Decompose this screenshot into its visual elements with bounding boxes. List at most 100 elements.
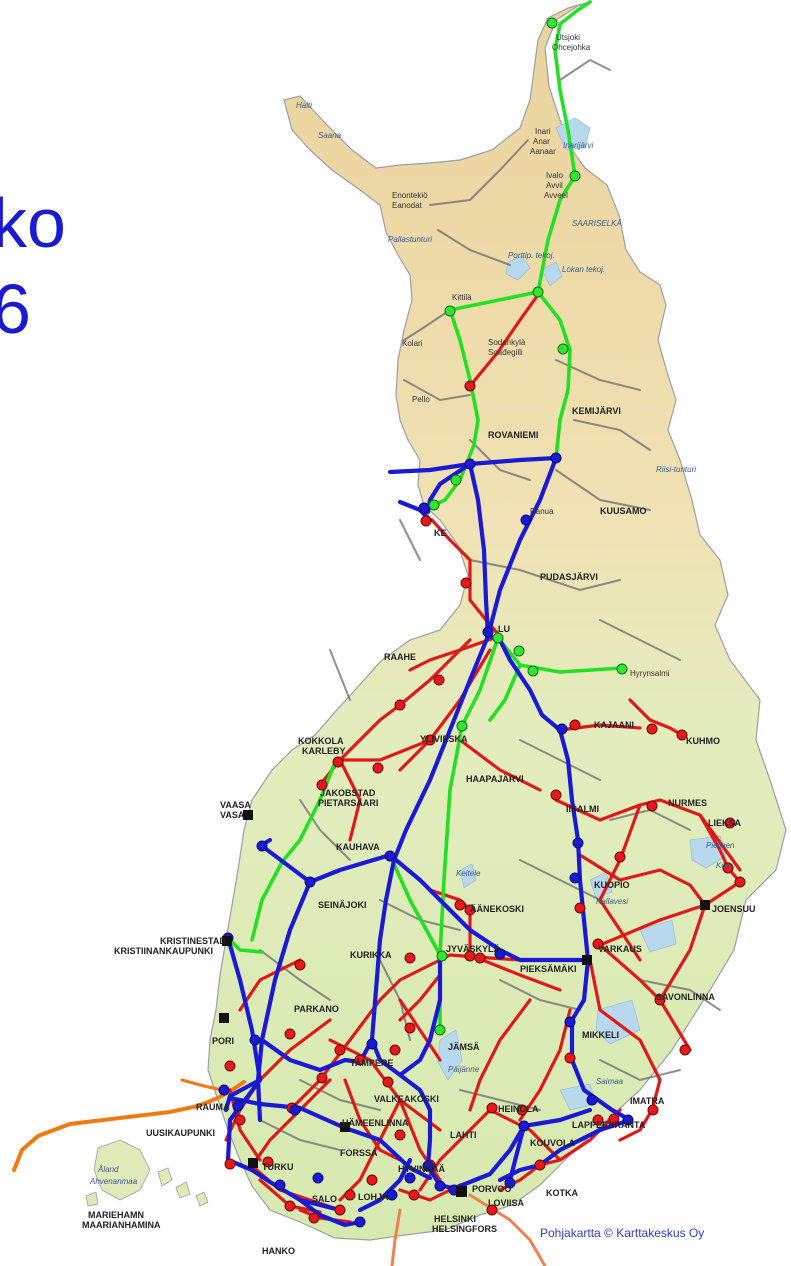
label-varkaus: VARKAUS bbox=[598, 944, 642, 954]
label-kajaani: KAJAANI bbox=[594, 720, 634, 730]
red-stops bbox=[224, 380, 746, 1224]
label-ahvenanmaa: Ahvenanmaa bbox=[89, 1177, 138, 1186]
label-porvoo: PORVOO bbox=[472, 1184, 511, 1194]
label-jakobstad: JAKOBSTAD bbox=[320, 788, 376, 798]
label-kotka: KOTKA bbox=[546, 1188, 578, 1198]
label-uusikaupunki: UUSIKAUPUNKI bbox=[146, 1128, 215, 1138]
title-line-1: ko bbox=[0, 184, 66, 262]
finland-landmass bbox=[207, 1, 787, 1241]
label-lohja: LOHJA bbox=[358, 1192, 389, 1202]
label-kristiinankaupunki: KRISTIINANKAUPUNKI bbox=[114, 946, 213, 956]
label-pudasjarvi: PUDASJÄRVI bbox=[540, 572, 598, 582]
label-avvil: Avvil bbox=[546, 181, 563, 190]
label-kauhava: KAUHAVA bbox=[336, 842, 380, 852]
orange-sea-route-2 bbox=[180, 1078, 224, 1092]
label-savonlinna: SAVONLINNA bbox=[656, 992, 715, 1002]
label-hameenlinna: HÄMEENLINNA bbox=[342, 1118, 409, 1128]
label-aanaar: Aanaar bbox=[530, 147, 556, 156]
label-eanodat: Eanodat bbox=[392, 201, 423, 210]
label-joensuu: JOENSUU bbox=[712, 904, 756, 914]
label-parkano: PARKANO bbox=[294, 1004, 339, 1014]
label-lahti: LAHTI bbox=[450, 1130, 477, 1140]
label-ranua: Ranua bbox=[530, 507, 554, 516]
label-kallavesi: Kallavesi bbox=[596, 897, 628, 906]
label-kuhmo: KUHMO bbox=[686, 736, 720, 746]
label-haapajarvi: HAAPAJÄRVI bbox=[466, 774, 524, 784]
label-helsingfors: HELSINGFORS bbox=[432, 1224, 497, 1234]
label-kurikka: KURIKKA bbox=[350, 950, 392, 960]
label-lokan: Lokan tekoj. bbox=[562, 265, 605, 274]
label-hanko: HANKO bbox=[262, 1246, 295, 1256]
label-kemijarvi: KEMIJÄRVI bbox=[572, 406, 621, 416]
label-kemi: KE bbox=[434, 528, 447, 538]
label-lappeenranta: LAPPEENRANTA bbox=[572, 1120, 646, 1130]
label-saariselka: SAARISELKÄ bbox=[572, 219, 622, 228]
label-seinajoki: SEINÄJOKI bbox=[318, 900, 367, 910]
label-vasa: VASA bbox=[220, 810, 245, 820]
label-porttip: Porttip. tekoj. bbox=[508, 251, 555, 260]
label-inarijarvi: Inarijärvi bbox=[563, 141, 593, 150]
label-anar: Anar bbox=[533, 137, 550, 146]
label-kolari: Kolari bbox=[402, 339, 423, 348]
label-saimaa: Saimaa bbox=[596, 1077, 624, 1086]
label-mariehamn: MARIEHAMN bbox=[88, 1210, 144, 1220]
label-imatra: IMATRA bbox=[630, 1096, 665, 1106]
label-utsjoki: Utsjoki bbox=[556, 33, 580, 42]
label-turku: TURKU bbox=[262, 1162, 294, 1172]
label-sodankyla: Sodankylä bbox=[488, 338, 526, 347]
label-jyvaskyla: JYVÄSKYLÄ bbox=[446, 944, 501, 954]
place-labels: Utsjoki Ohcejohka Halti Saana Inari Anar… bbox=[82, 33, 756, 1256]
label-aanekoski: ÄÄNEKOSKI bbox=[470, 904, 524, 914]
terminal-stations bbox=[219, 810, 710, 1197]
label-kristinestad: KRISTINESTAD bbox=[160, 936, 226, 946]
label-keitele: Keitele bbox=[456, 869, 481, 878]
label-nurmes: NURMES bbox=[668, 798, 707, 808]
title-line-2: 6 bbox=[0, 270, 31, 348]
label-hyrynsalmi: Hyrynsalmi bbox=[630, 669, 670, 678]
label-halti: Halti bbox=[296, 101, 312, 110]
label-kouvola: KOUVOLA bbox=[530, 1138, 576, 1148]
label-tampere: TAMPERE bbox=[350, 1058, 393, 1068]
label-koli: Koli bbox=[716, 861, 730, 870]
label-riisitunturi: Riisi-tunturi bbox=[656, 465, 696, 474]
label-kuopio: KUOPIO bbox=[594, 880, 630, 890]
label-lieksa: LIEKSA bbox=[708, 818, 742, 828]
label-hyvinkaa: HYVINKÄÄ bbox=[398, 1164, 446, 1174]
label-salo: SALO bbox=[312, 1194, 337, 1204]
label-oulu: LU bbox=[498, 624, 510, 634]
label-iisalmi: IISALMI bbox=[566, 804, 599, 814]
aland-islands bbox=[85, 1139, 209, 1207]
label-ylivieska: YLIVIESKA bbox=[420, 734, 468, 744]
label-valkeakoski: VALKEAKOSKI bbox=[374, 1094, 439, 1104]
label-rauma: RAUMA bbox=[196, 1102, 230, 1112]
label-pietarsaari: PIETARSAARI bbox=[318, 798, 378, 808]
label-raahe: RAAHE bbox=[384, 652, 416, 662]
slide-title: ko 6 bbox=[0, 180, 66, 352]
map-credit: Pohjakartta © Karttakeskus Oy bbox=[540, 1226, 705, 1240]
label-helsinki: HELSINKI bbox=[434, 1214, 476, 1224]
label-heinola: HEINOLA bbox=[498, 1104, 539, 1114]
label-saana: Saana bbox=[318, 131, 342, 140]
label-pielinen: Pielinen bbox=[706, 841, 735, 850]
label-vaasa: VAASA bbox=[220, 800, 251, 810]
label-enontekio: Enontekiö bbox=[392, 191, 428, 200]
label-pori: PORI bbox=[212, 1036, 234, 1046]
label-kittila: Kittilä bbox=[452, 293, 472, 302]
label-forssa: FORSSA bbox=[340, 1148, 378, 1158]
label-ohcejohka: Ohcejohka bbox=[552, 43, 591, 52]
label-avveel: Avveel bbox=[544, 191, 568, 200]
label-jamsa: JÄMSÄ bbox=[448, 1042, 480, 1052]
label-maarianhamina: MAARIANHAMINA bbox=[82, 1220, 161, 1230]
green-stops bbox=[428, 17, 628, 1036]
label-pallastunturi: Pallastunturi bbox=[388, 235, 432, 244]
label-aland: Åland bbox=[97, 1165, 119, 1174]
label-rovaniemi: ROVANIEMI bbox=[488, 430, 538, 440]
label-loviisa: LOVIISA bbox=[488, 1198, 525, 1208]
label-paijanne: Päijänne bbox=[448, 1065, 480, 1074]
label-inari: Inari bbox=[535, 127, 551, 136]
label-pieksamaki: PIEKSÄMÄKI bbox=[520, 964, 577, 974]
label-mikkeli: MIKKELI bbox=[582, 1030, 619, 1040]
label-soadegilli: Soađegilli bbox=[488, 348, 523, 357]
